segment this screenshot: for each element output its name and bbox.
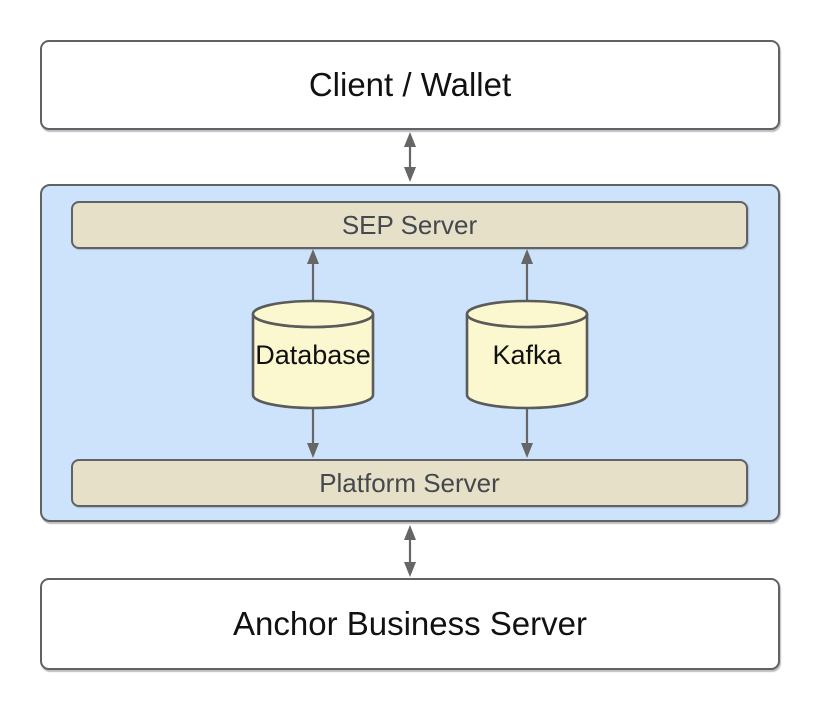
anchor-platform-container: SEP Server Platform Server	[40, 184, 780, 522]
arrow-client-container	[404, 132, 416, 182]
client-wallet-box: Client / Wallet	[40, 40, 780, 130]
platform-server-bar: Platform Server	[71, 459, 748, 507]
sep-server-bar: SEP Server	[71, 201, 748, 249]
platform-server-label: Platform Server	[319, 467, 500, 498]
anchor-business-server-label: Anchor Business Server	[233, 605, 587, 642]
sep-server-label: SEP Server	[341, 209, 478, 240]
anchor-business-server-box: Anchor Business Server	[40, 578, 780, 670]
arrow-container-anchor	[404, 525, 416, 577]
client-wallet-label: Client / Wallet	[308, 66, 512, 103]
